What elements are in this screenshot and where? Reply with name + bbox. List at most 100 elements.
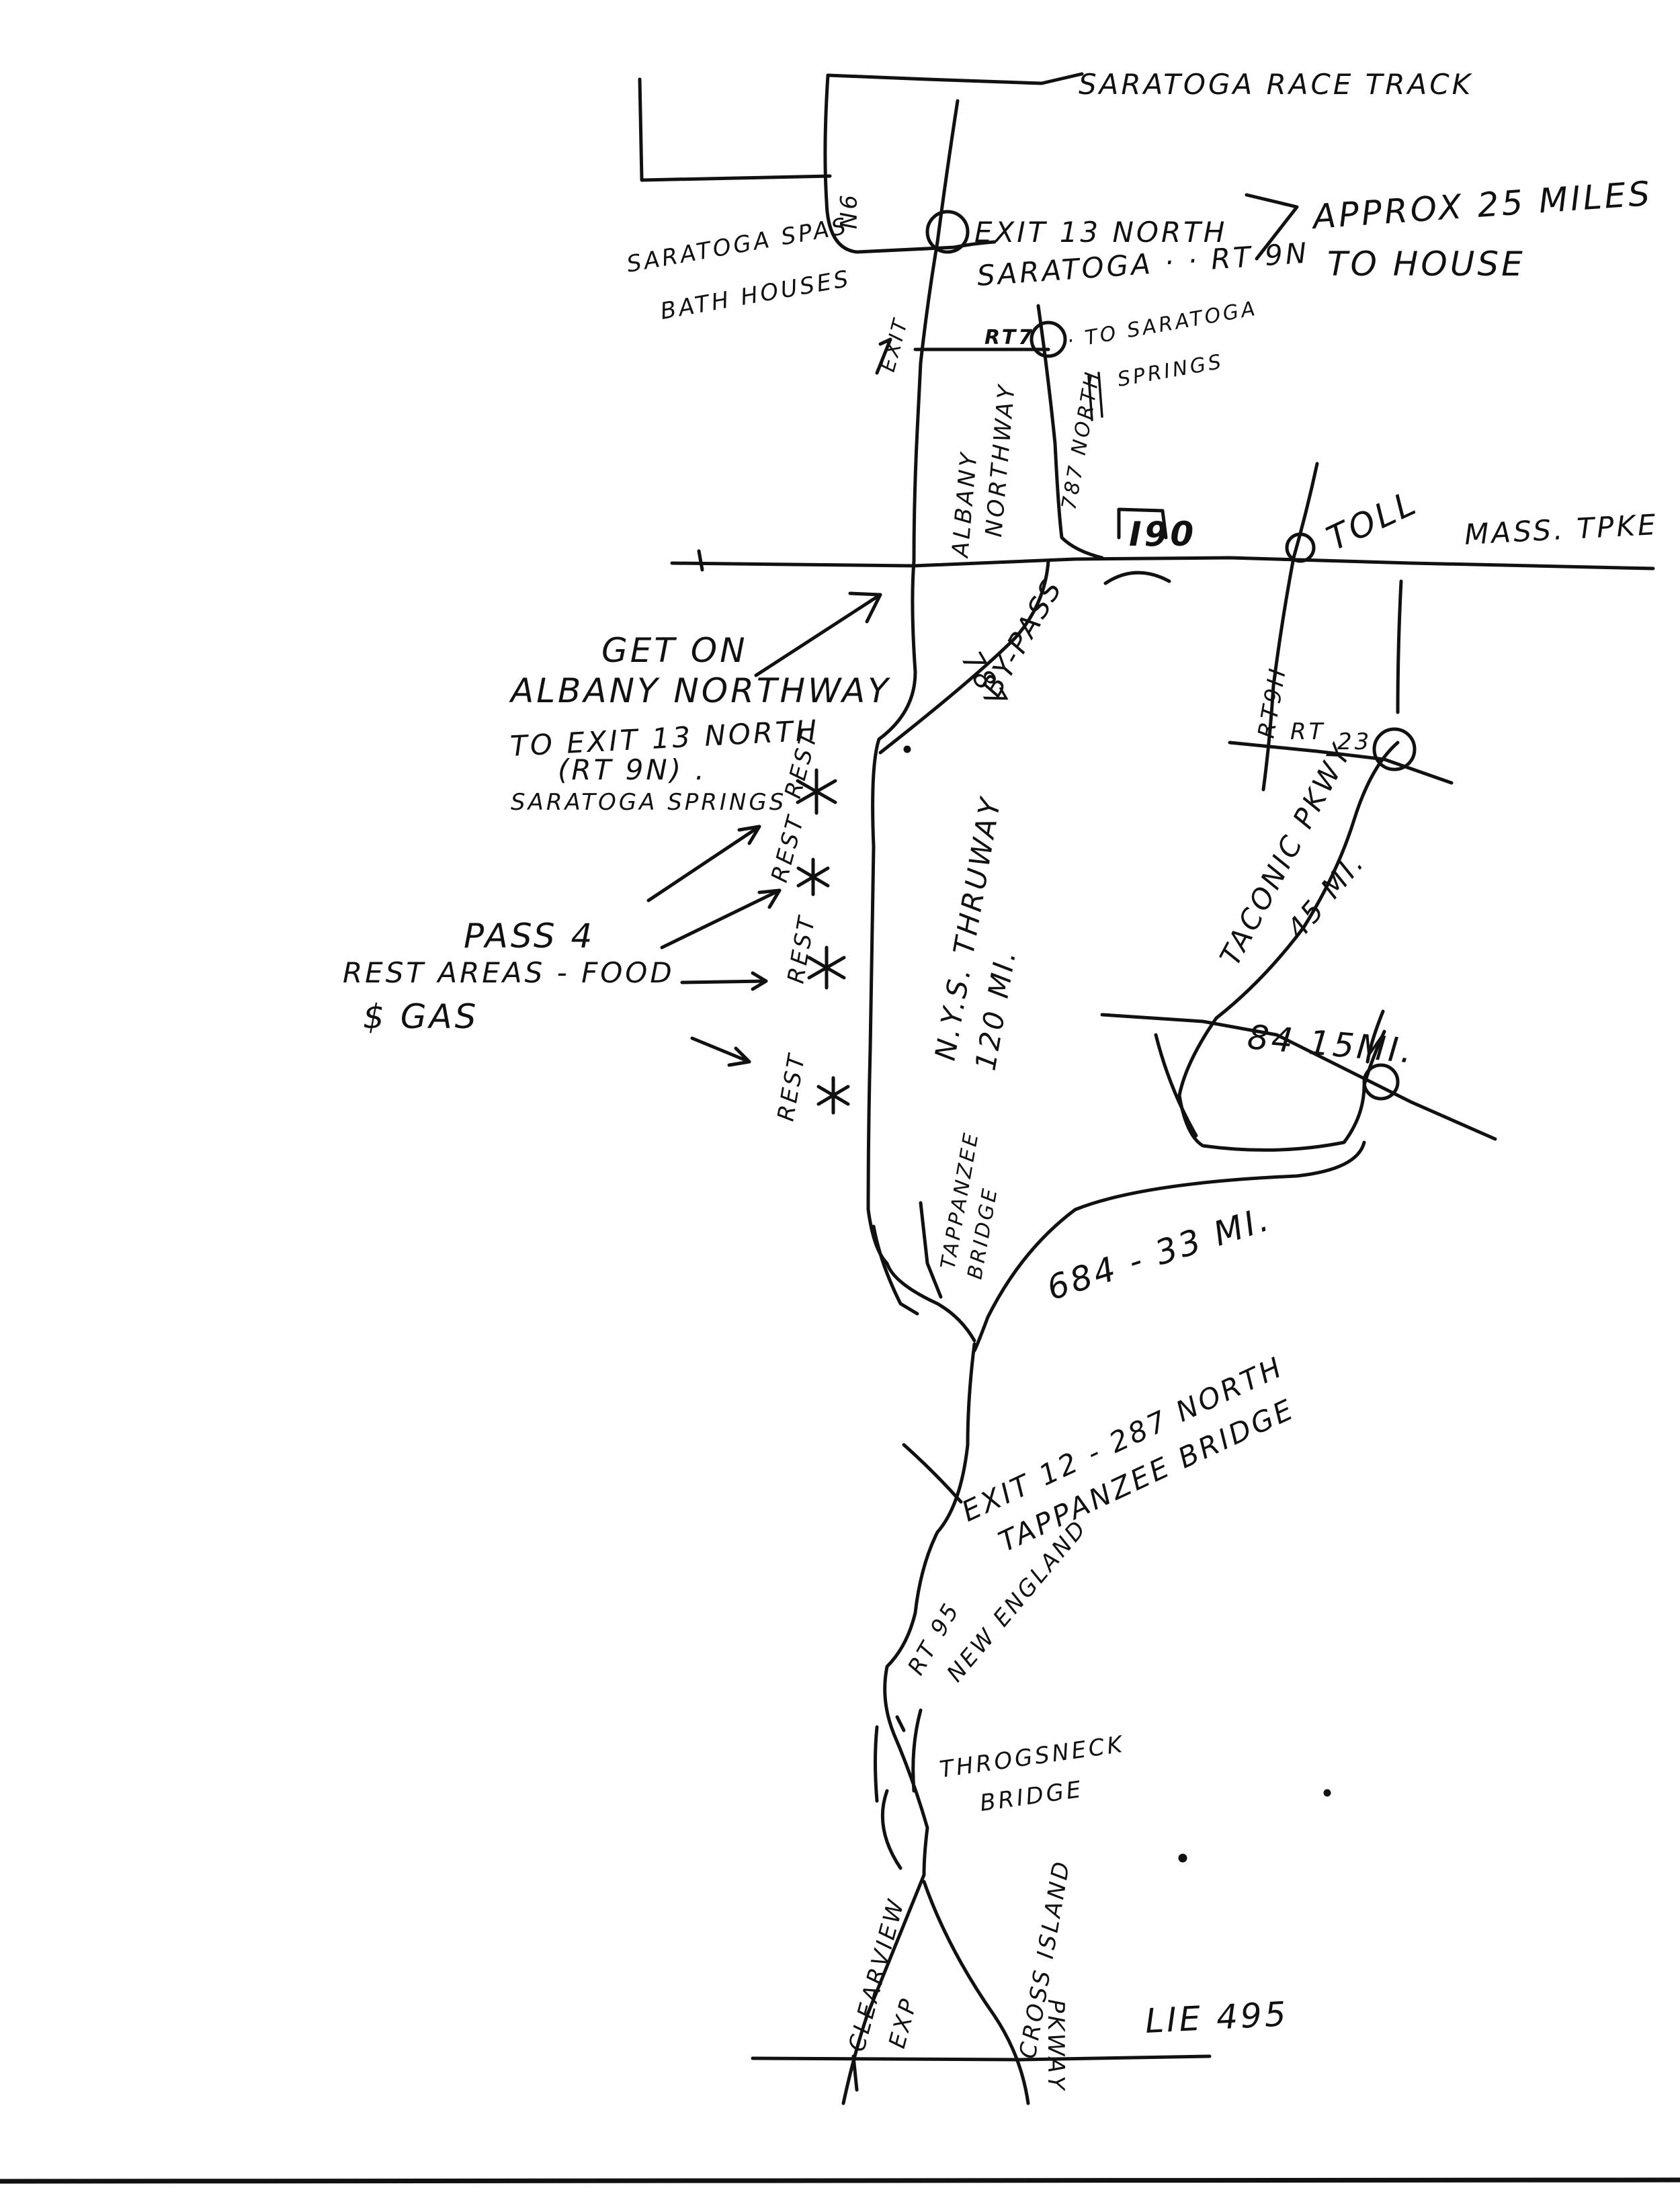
label-to-saratoga-springs-1: · TO SARATOGA (1065, 297, 1259, 353)
road-exit12-branch (902, 1443, 963, 1504)
label-rt23-rt: RT (1290, 718, 1325, 745)
label-clearview-line2: EXP (884, 1994, 923, 2051)
speck (1323, 1789, 1331, 1797)
bridge-tappanzee-left (872, 1224, 919, 1316)
label-route-684: 684 - 33 MI. (1042, 1199, 1276, 1308)
labels: SARATOGA RACE TRACK 9N SARATOGA SPAS BAT… (343, 68, 1659, 2093)
road-route-9n (823, 73, 997, 254)
label-to-house: TO HOUSE (1327, 245, 1525, 284)
label-pass-4: PASS 4 (464, 917, 595, 956)
label-albany-line2: NORTHWAY (980, 382, 1021, 538)
arrow-head-rest-2 (757, 888, 782, 909)
road-787-north (1036, 304, 1104, 560)
speck (903, 745, 911, 753)
rest-area-asterisk (796, 768, 837, 815)
label-approx-miles: APPROX 25 MILES (1310, 174, 1654, 237)
arrow-rest-3 (680, 979, 768, 984)
toll-interchange (1285, 532, 1316, 563)
speck (1178, 1853, 1187, 1863)
road-route-684 (972, 1140, 1366, 1353)
bridge-throgsneck-right (911, 1708, 923, 1793)
road-route-84 (1100, 1013, 1497, 1141)
arrow-rest-2 (660, 888, 782, 950)
road-787-bypass (878, 559, 1050, 755)
label-taconic-pkwy: TACONIC PKWY (1214, 737, 1359, 970)
label-rt9h: RT9H (1253, 665, 1292, 741)
arrow-head-rest-4 (727, 1046, 751, 1067)
label-787-north: 787 NORTH (1057, 368, 1105, 511)
rest-area-asterisk (796, 857, 830, 896)
rest-area-asterisk (816, 1076, 850, 1115)
exit13-interchange (925, 210, 970, 254)
interchanges (925, 210, 1417, 1101)
label-toll: TOLL (1321, 482, 1424, 558)
arrow-get-on-northway (754, 593, 882, 677)
bridge-tappanzee-right (919, 1201, 943, 1299)
road-saratoga-race-track (826, 72, 1084, 85)
approx-brace (1245, 193, 1299, 261)
road-rt95 (883, 1342, 976, 1877)
road-taconic-parkway (1177, 741, 1400, 1152)
road-top-west-box (638, 77, 832, 182)
road-clearview-expwy (841, 1873, 926, 2105)
label-rest-4: REST (772, 1050, 810, 1124)
arrow-exit (875, 337, 892, 375)
label-to-saratoga-springs-2: SPRINGS (1116, 350, 1225, 392)
label-route-9n: 9N (834, 195, 861, 232)
road-long-island-expwy (751, 2054, 1212, 2062)
arrow-rest-1 (646, 825, 761, 902)
label-exit13-line1: EXIT 13 NORTH (974, 216, 1227, 249)
label-get-on-line4: (RT 9N) . (558, 753, 707, 786)
road-84-spur (1366, 1009, 1385, 1064)
bridge-throgsneck-left (874, 1725, 879, 1803)
scan-specks (903, 745, 1331, 1863)
label-albany-line1: ALBANY (947, 450, 983, 560)
road-i90-west-stub (697, 549, 704, 572)
road-nys-thruway (866, 845, 976, 1343)
rest-area-markers (796, 768, 850, 1115)
rt7-interchange (1030, 321, 1067, 358)
label-saratoga-spas-line2: BATH HOUSES (659, 265, 853, 325)
label-rt7: RT7 (984, 326, 1035, 349)
arrow-head-get-on (848, 591, 882, 624)
roads (0, 72, 1680, 2184)
page-bottom-rule (0, 2177, 1680, 2184)
label-cross-island-line2: PKWAY (1042, 1999, 1069, 2093)
label-mass-tpke: MASS. TPKE (1464, 508, 1659, 551)
road-i90-underpass (1103, 571, 1171, 585)
arrow-head-rest-1 (737, 825, 761, 845)
787-north-strokes (1087, 372, 1103, 421)
road-rt23 (1228, 741, 1454, 785)
label-get-on-line2: ALBANY NORTHWAY (509, 671, 891, 710)
label-route-84: 84 15MI. (1246, 1017, 1416, 1070)
label-rest-2: REST (766, 811, 810, 885)
bridge-throgsneck-tick1 (895, 1715, 906, 1732)
arrows (646, 193, 1299, 1067)
rt23-taconic-interchange (1372, 727, 1417, 771)
road-lie-west-stub (851, 2054, 859, 2092)
taconic-84-interchange (1362, 1063, 1400, 1101)
label-throgsneck-line2: BRIDGE (978, 1776, 1085, 1817)
bridge-throgsneck-tick2 (880, 1789, 902, 1870)
label-rt23-num: 23 (1337, 728, 1372, 755)
road-i90-mass-pike (670, 556, 1655, 571)
label-rest-areas-food: REST AREAS - FOOD (343, 956, 675, 989)
arrow-head-rest-3 (751, 971, 768, 991)
road-cross-island-pkwy (922, 1880, 1030, 2105)
label-saratoga-race-track: SARATOGA RACE TRACK (1079, 68, 1473, 101)
rest-area-asterisk (807, 945, 846, 990)
road-84-west-branch (1154, 1033, 1198, 1138)
label-get-on-line5: SARATOGA SPRINGS (511, 789, 786, 816)
road-albany-northway (871, 99, 960, 849)
label-i90: I90 (1129, 515, 1196, 554)
label-787-bypass-word: BY-PASS (975, 573, 1069, 702)
label-lie-495: LIE 495 (1144, 1994, 1290, 2041)
road-i90-shield (1117, 507, 1168, 540)
label-gas: $ GAS (363, 997, 478, 1036)
road-east-vertical (1396, 579, 1403, 714)
road-rt9h (1261, 462, 1319, 792)
label-get-on-line1: GET ON (601, 631, 748, 670)
arrow-rest-4 (690, 1036, 751, 1064)
label-throgsneck-line1: THROGSNECK (938, 1731, 1126, 1783)
